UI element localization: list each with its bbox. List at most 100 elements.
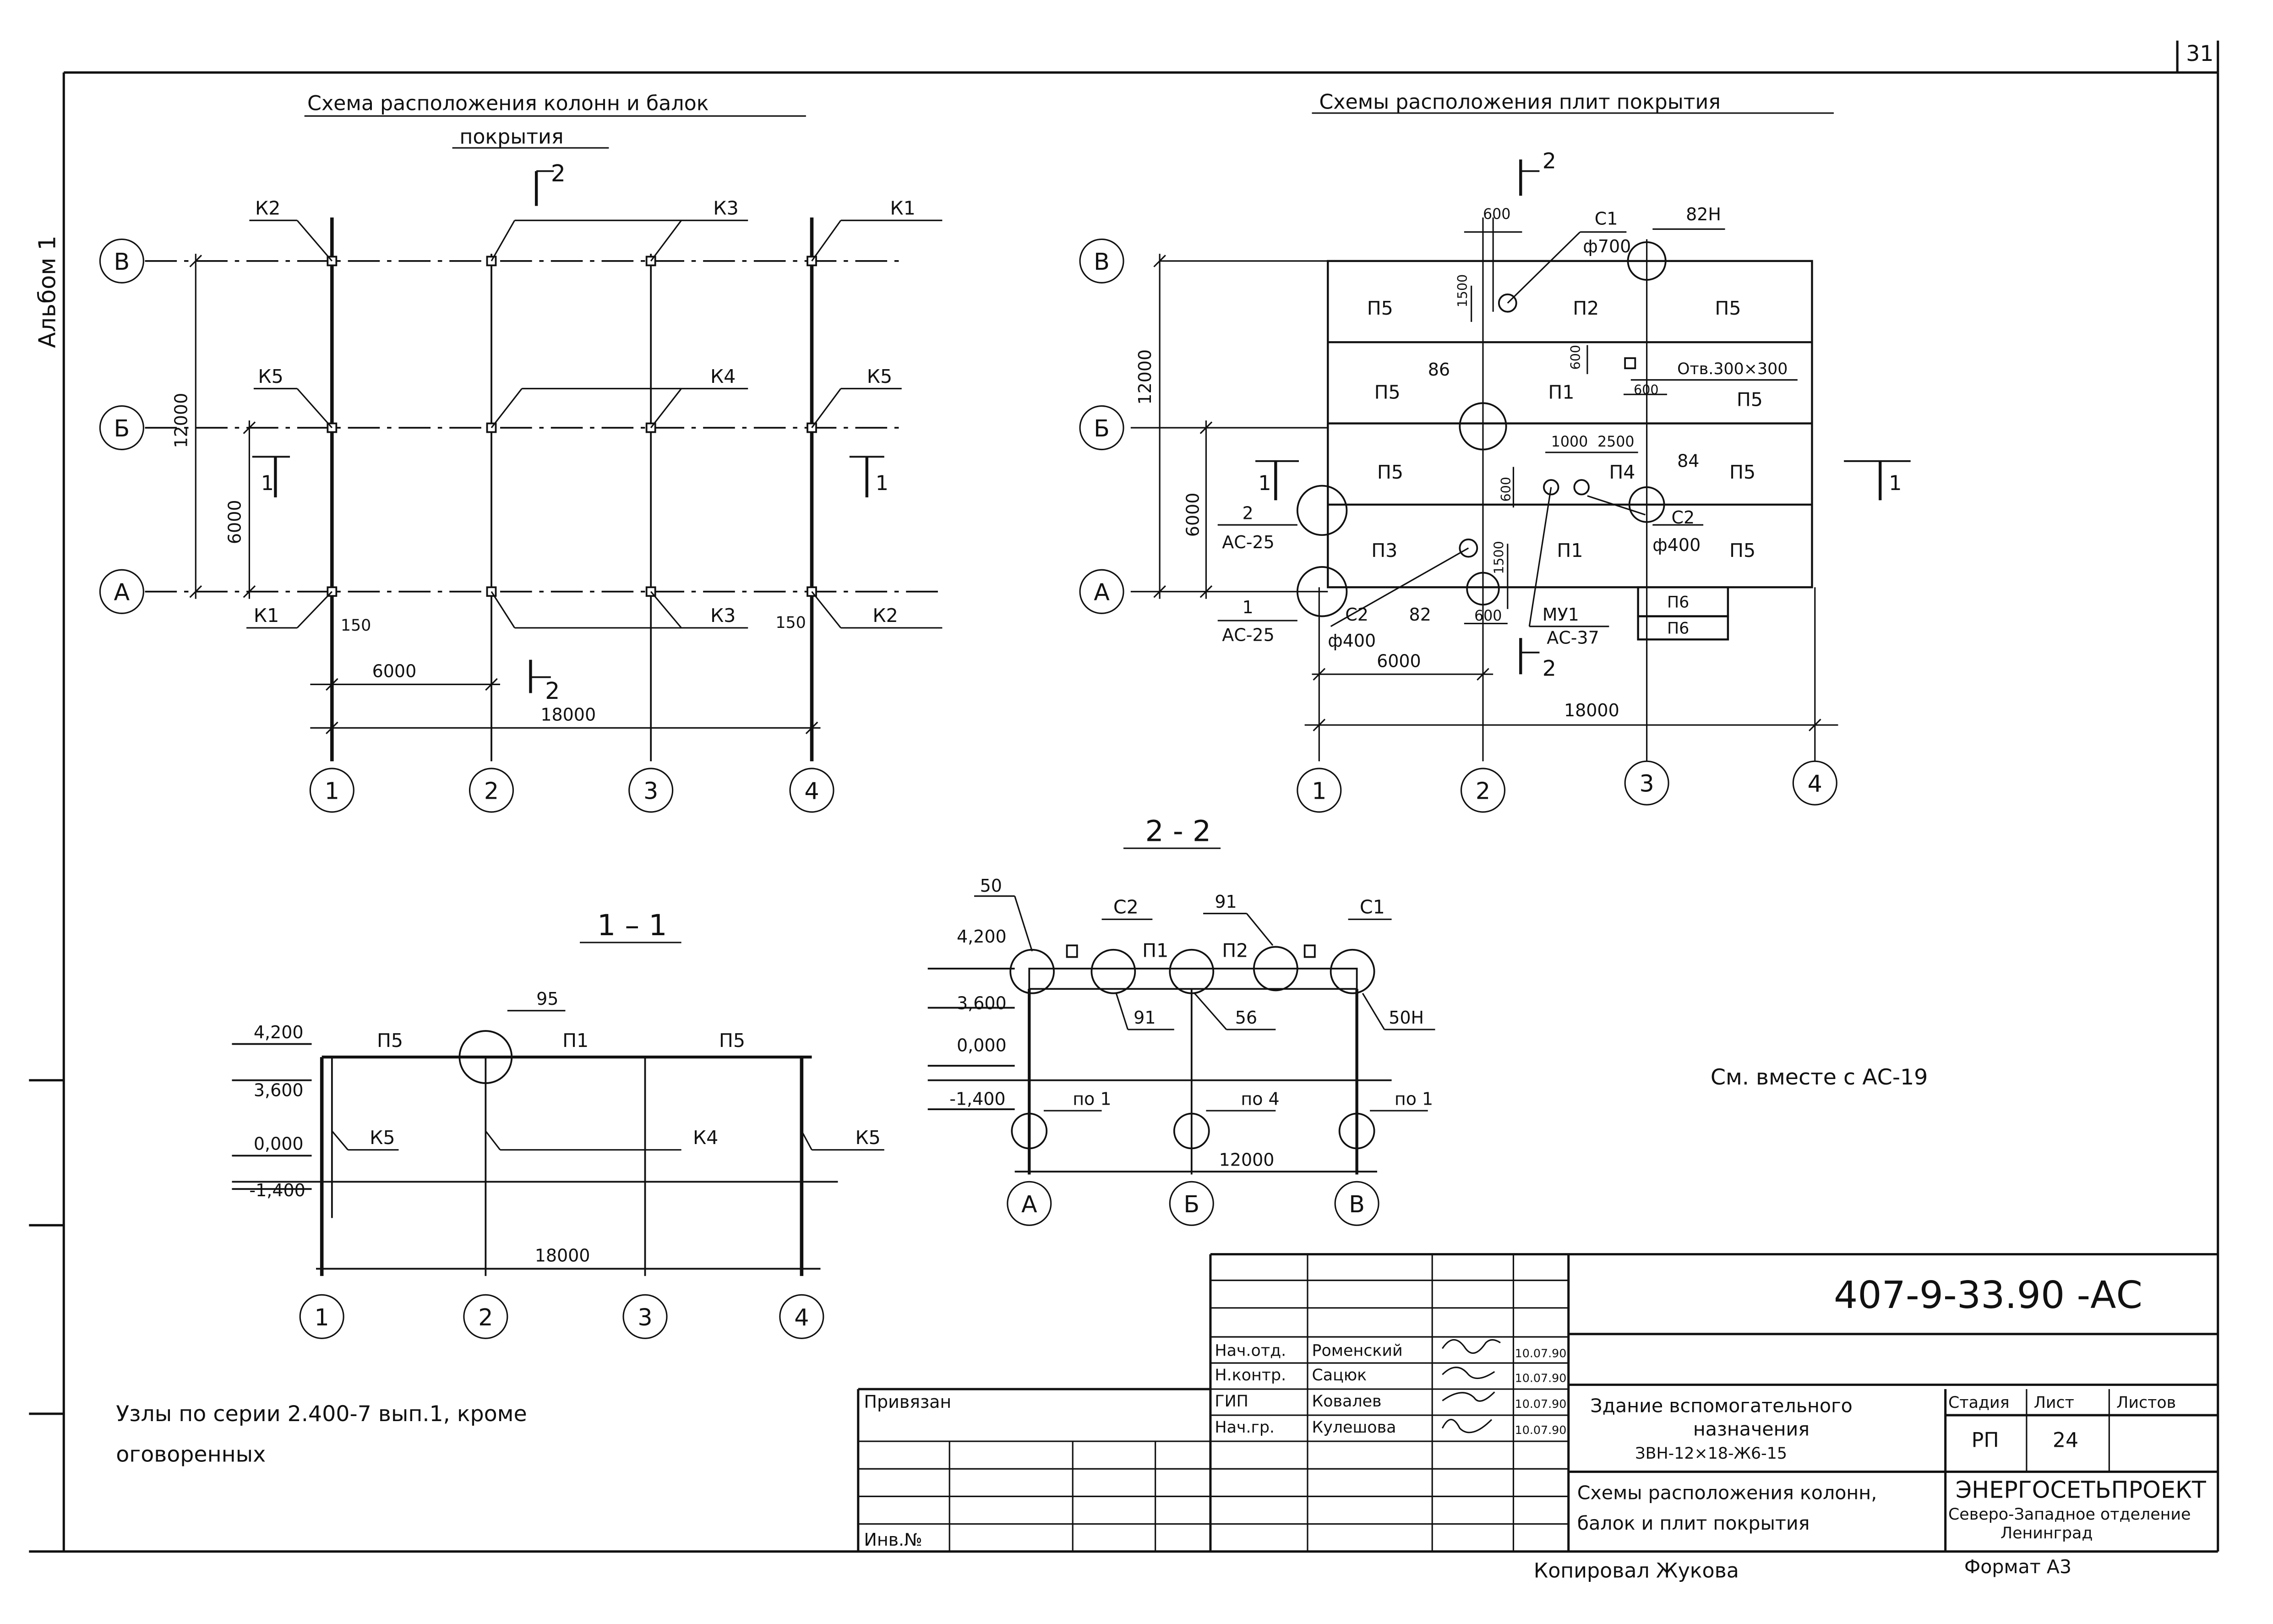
svg-text:Здание вспомогательного: Здание вспомогательного bbox=[1590, 1395, 1853, 1417]
svg-text:Роменский: Роменский bbox=[1312, 1341, 1402, 1360]
svg-text:2: 2 bbox=[551, 160, 566, 187]
left-plan-title: Схема расположения колонн и балок bbox=[307, 92, 709, 115]
svg-text:по 1: по 1 bbox=[1395, 1089, 1433, 1109]
svg-text:Б: Б bbox=[114, 415, 130, 442]
svg-text:10.07.90: 10.07.90 bbox=[1515, 1371, 1567, 1384]
mark-k3-bot: К3 bbox=[710, 605, 736, 627]
note-nodes-1: Узлы по серии 2.400-7 вып.1, кроме bbox=[116, 1401, 527, 1427]
svg-text:-1,400: -1,400 bbox=[249, 1180, 305, 1200]
svg-text:84: 84 bbox=[1677, 451, 1699, 471]
svg-text:С1: С1 bbox=[1595, 209, 1618, 229]
svg-text:Ленинград: Ленинград bbox=[2000, 1524, 2093, 1542]
svg-text:91: 91 bbox=[1215, 892, 1237, 912]
svg-text:Сацюк: Сацюк bbox=[1312, 1366, 1367, 1384]
svg-text:82Н: 82Н bbox=[1686, 204, 1721, 224]
svg-text:10.07.90: 10.07.90 bbox=[1515, 1346, 1567, 1360]
mark-k4: К4 bbox=[710, 365, 736, 387]
svg-text:П5: П5 bbox=[1377, 461, 1403, 483]
svg-text:по 1: по 1 bbox=[1073, 1089, 1111, 1109]
svg-text:4,200: 4,200 bbox=[957, 926, 1007, 947]
svg-text:ЗВН-12×18-Ж6-15: ЗВН-12×18-Ж6-15 bbox=[1635, 1444, 1787, 1463]
svg-text:Северо-Западное отделение: Северо-Западное отделение bbox=[1948, 1505, 2191, 1524]
section-1-1-title: 1 – 1 bbox=[597, 908, 667, 942]
svg-text:П1: П1 bbox=[1548, 381, 1574, 403]
svg-text:П6: П6 bbox=[1667, 594, 1689, 612]
svg-text:П5: П5 bbox=[1367, 297, 1393, 319]
svg-text:балок и плит покрытия: балок и плит покрытия bbox=[1577, 1512, 1810, 1534]
svg-text:П2: П2 bbox=[1222, 940, 1248, 962]
mark-k1-bot: К1 bbox=[254, 605, 279, 627]
svg-text:А: А bbox=[114, 579, 130, 606]
svg-text:П1: П1 bbox=[1557, 540, 1583, 561]
svg-text:АС-37: АС-37 bbox=[1547, 628, 1599, 648]
svg-text:С2: С2 bbox=[1113, 896, 1139, 918]
svg-text:П3: П3 bbox=[1371, 540, 1397, 561]
svg-text:2: 2 bbox=[478, 1304, 493, 1331]
left-dim-6000: 6000 bbox=[372, 661, 417, 681]
left-dim-150a: 150 bbox=[341, 616, 371, 635]
svg-text:В: В bbox=[1349, 1191, 1365, 1218]
slab-plan: Схемы расположения плит покрытия bbox=[1079, 90, 1911, 813]
copied-by: Копировал Жукова bbox=[1534, 1559, 1739, 1583]
svg-text:1: 1 bbox=[325, 777, 339, 804]
mark-k3-top: К3 bbox=[713, 197, 738, 219]
svg-text:2: 2 bbox=[1543, 656, 1556, 681]
svg-text:2: 2 bbox=[1543, 148, 1556, 174]
svg-text:12000: 12000 bbox=[1135, 349, 1155, 405]
svg-text:3: 3 bbox=[1640, 770, 1654, 797]
note-nodes-2: оговоренных bbox=[116, 1442, 266, 1467]
svg-text:П1: П1 bbox=[562, 1030, 589, 1052]
right-col-axes: 1 2 3 4 bbox=[1297, 760, 1837, 813]
svg-text:1: 1 bbox=[261, 472, 274, 495]
left-col-axes: 1 2 3 4 bbox=[309, 768, 834, 813]
svg-text:П6: П6 bbox=[1667, 620, 1689, 638]
svg-text:П5: П5 bbox=[1374, 381, 1401, 403]
right-row-axes: В Б А bbox=[1079, 238, 1124, 614]
svg-text:ф700: ф700 bbox=[1583, 236, 1631, 256]
svg-text:П5: П5 bbox=[377, 1030, 403, 1052]
svg-text:4: 4 bbox=[794, 1304, 809, 1331]
svg-text:1: 1 bbox=[1312, 777, 1326, 804]
mark-k2-top: К2 bbox=[255, 197, 280, 219]
svg-text:6000: 6000 bbox=[1183, 493, 1203, 537]
svg-text:1: 1 bbox=[1243, 597, 1254, 617]
svg-text:по 4: по 4 bbox=[1241, 1089, 1279, 1109]
svg-text:П4: П4 bbox=[1609, 461, 1635, 483]
svg-text:А: А bbox=[1021, 1191, 1037, 1218]
section-2-2-title: 2 - 2 bbox=[1145, 814, 1211, 848]
doc-code: 407-9-33.90 -АС bbox=[1834, 1274, 2142, 1317]
mark-k2-bot: К2 bbox=[872, 605, 898, 627]
svg-text:Нач.гр.: Нач.гр. bbox=[1215, 1418, 1275, 1437]
svg-text:2: 2 bbox=[484, 777, 499, 804]
svg-text:86: 86 bbox=[1428, 360, 1450, 380]
svg-text:П5: П5 bbox=[1729, 540, 1755, 561]
svg-text:П2: П2 bbox=[1573, 297, 1599, 319]
svg-text:24: 24 bbox=[2053, 1429, 2078, 1452]
section-2-2-axes: А Б В bbox=[1007, 1181, 1379, 1226]
svg-text:6000: 6000 bbox=[1377, 651, 1421, 671]
page-number: 31 bbox=[2186, 41, 2213, 66]
svg-text:В: В bbox=[1094, 248, 1110, 275]
svg-text:Лист: Лист bbox=[2034, 1394, 2074, 1412]
svg-text:50Н: 50Н bbox=[1389, 1008, 1424, 1028]
album-label: Альбом 1 bbox=[33, 235, 60, 348]
svg-text:Б: Б bbox=[1183, 1191, 1199, 1218]
left-dim-18000: 18000 bbox=[540, 705, 596, 725]
svg-text:В: В bbox=[114, 248, 130, 275]
svg-text:56: 56 bbox=[1235, 1008, 1257, 1028]
svg-text:РП: РП bbox=[1972, 1429, 1999, 1452]
svg-text:К5: К5 bbox=[370, 1127, 395, 1149]
svg-text:10.07.90: 10.07.90 bbox=[1515, 1397, 1567, 1411]
svg-text:2500: 2500 bbox=[1597, 434, 1635, 450]
mark-k1-top: К1 bbox=[890, 197, 915, 219]
svg-text:1000: 1000 bbox=[1551, 434, 1588, 450]
svg-text:Кулешова: Кулешова bbox=[1312, 1418, 1396, 1437]
svg-text:0,000: 0,000 bbox=[254, 1134, 304, 1154]
svg-text:П5: П5 bbox=[1729, 461, 1755, 483]
svg-text:91: 91 bbox=[1134, 1008, 1156, 1028]
svg-text:П1: П1 bbox=[1142, 940, 1168, 962]
svg-text:Схемы расположения колонн,: Схемы расположения колонн, bbox=[1577, 1482, 1877, 1504]
svg-text:2: 2 bbox=[1476, 777, 1490, 804]
mark-k5-right: К5 bbox=[867, 365, 892, 387]
